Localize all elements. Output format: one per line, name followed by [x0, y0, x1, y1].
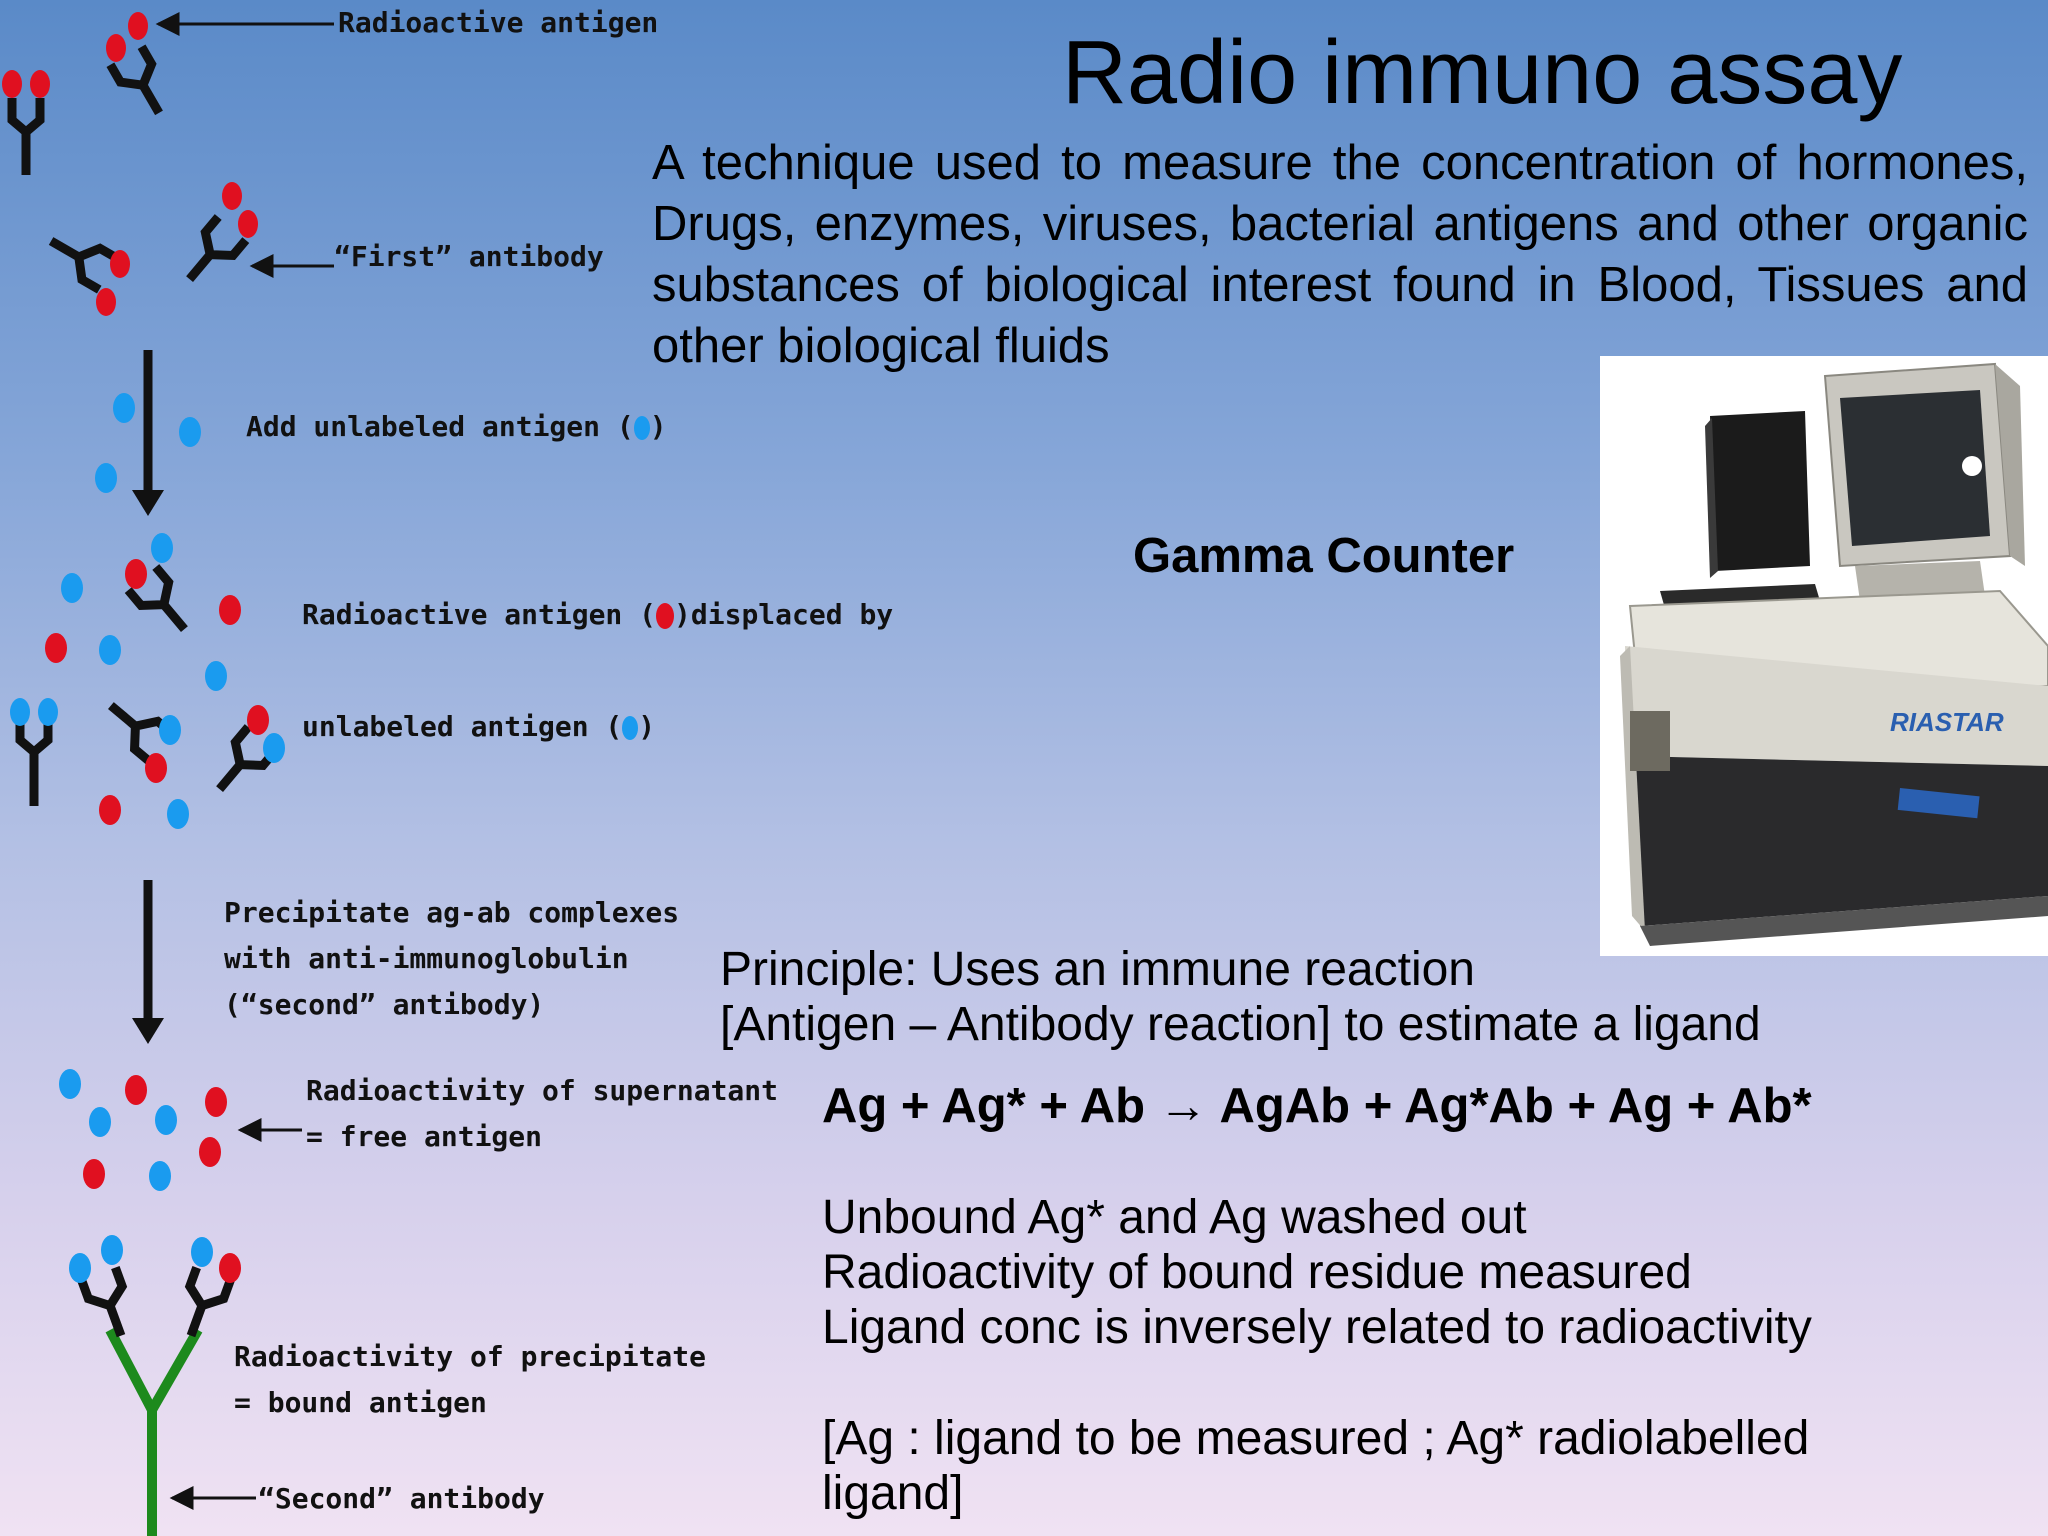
- radioactive-antigen: [125, 1075, 147, 1105]
- antibody-mixed: [124, 564, 188, 633]
- radioactive-antigen: [205, 1087, 227, 1117]
- principle-line-1: Principle: Uses an immune reaction: [720, 943, 1475, 996]
- unlabeled-antigen: [205, 661, 227, 691]
- unlabeled-antigen-icon: [622, 716, 639, 740]
- second-antibody-arm: [105, 1327, 157, 1413]
- radioactive-antigen: [247, 705, 269, 735]
- radioactive-antigen: [128, 12, 148, 40]
- reaction-equation: Ag + Ag* + Ab → AgAb + Ag*Ab + Ag + Ab*: [822, 1079, 1812, 1133]
- legend-note: [Ag : ligand to be measured ; Ag* radiol…: [822, 1411, 1809, 1521]
- unlabeled-antigen: [149, 1161, 171, 1191]
- radioactive-antigen: [106, 34, 126, 62]
- second-antibody-arm: [147, 1327, 203, 1413]
- bound-antibody-left: [77, 1265, 128, 1338]
- ria-diagram: [2, 11, 334, 1536]
- unlabeled-antigen: [69, 1253, 91, 1283]
- unlabeled-antigen: [191, 1237, 213, 1267]
- unlabeled-antigen-icon: [633, 416, 650, 440]
- photo-brand: RIASTAR: [1890, 707, 2004, 737]
- label-radioactive-antigen: Radioactive antigen: [338, 6, 659, 39]
- radioactive-antigen: [110, 250, 130, 278]
- intro-paragraph: A technique used to measure the concentr…: [652, 136, 2028, 373]
- radioactive-antigen-icon: [656, 603, 675, 629]
- unlabeled-antigen: [89, 1107, 111, 1137]
- radioactive-antigen: [145, 753, 167, 783]
- slide-title: Radio immuno assay: [1062, 23, 1903, 123]
- antibody-left: [48, 237, 120, 294]
- radioactive-antigen: [30, 70, 50, 98]
- unlabeled-antigen: [159, 715, 181, 745]
- radioactive-antigen: [222, 182, 242, 210]
- gamma-counter-photo: RIASTAR: [1600, 356, 2048, 956]
- step-1: Unbound Ag* and Ag washed out: [822, 1191, 1527, 1244]
- down-arrow-head: [132, 490, 164, 516]
- label-first-antibody: “First” antibody: [334, 240, 604, 273]
- radioactive-antigen: [45, 633, 67, 663]
- radioactive-antigen: [83, 1159, 105, 1189]
- antibody-mixed-3: [216, 724, 280, 793]
- principle-line-2: [Antigen – Antibody reaction] to estimat…: [720, 998, 1761, 1051]
- step-2: Radioactivity of bound residue measured: [822, 1246, 1692, 1299]
- unlabeled-antigen: [155, 1105, 177, 1135]
- photo-caption: Gamma Counter: [1133, 529, 1515, 583]
- unlabeled-antigen: [99, 635, 121, 665]
- principle-block: Principle: Uses an immune reaction [Anti…: [720, 942, 1761, 1052]
- radioactive-antigen: [238, 210, 258, 238]
- down-arrow-head: [132, 1018, 164, 1044]
- unlabeled-antigen: [10, 698, 30, 726]
- label-unlabeled: unlabeled antigen (): [302, 710, 656, 743]
- unlabeled-antigen: [179, 417, 201, 447]
- label-bound: Radioactivity of precipitate = bound ant…: [234, 1340, 707, 1419]
- antibody-upright: [7, 98, 45, 175]
- unlabeled-antigen: [151, 533, 173, 563]
- radioactive-antigen: [219, 1253, 241, 1283]
- label-second-antibody: “Second” antibody: [258, 1482, 545, 1515]
- unlabeled-antigen: [167, 799, 189, 829]
- label-add-unlabeled: Add unlabeled antigen (): [246, 410, 667, 443]
- unlabeled-antigen: [61, 573, 83, 603]
- radioactive-antigen: [125, 559, 147, 589]
- antibody-right: [186, 214, 250, 283]
- label-precipitate: Precipitate ag-ab complexes with anti-im…: [224, 896, 680, 1021]
- radioactive-antigen: [199, 1137, 221, 1167]
- antibody-tilted: [106, 44, 163, 116]
- radioactive-antigen: [99, 795, 121, 825]
- unlabeled-antigen: [95, 463, 117, 493]
- assay-steps: Unbound Ag* and Ag washed out Radioactiv…: [822, 1190, 1812, 1355]
- unlabeled-antigen: [113, 393, 135, 423]
- bound-antibody-right: [184, 1265, 235, 1338]
- radioactive-antigen: [96, 288, 116, 316]
- antibody-upright-2: [15, 718, 53, 806]
- unlabeled-antigen: [38, 698, 58, 726]
- note-line-1: [Ag : ligand to be measured ; Ag* radiol…: [822, 1412, 1810, 1465]
- note-line-2: ligand]: [822, 1467, 964, 1520]
- unlabeled-antigen: [263, 733, 285, 763]
- label-displaced: Radioactive antigen ()displaced by: [302, 598, 894, 631]
- radioactive-antigen: [219, 595, 241, 625]
- radioactive-antigen: [2, 70, 22, 98]
- label-supernatant: Radioactivity of supernatant = free anti…: [306, 1074, 779, 1153]
- step-3: Ligand conc is inversely related to radi…: [822, 1301, 1812, 1354]
- unlabeled-antigen: [59, 1069, 81, 1099]
- unlabeled-antigen: [101, 1235, 123, 1265]
